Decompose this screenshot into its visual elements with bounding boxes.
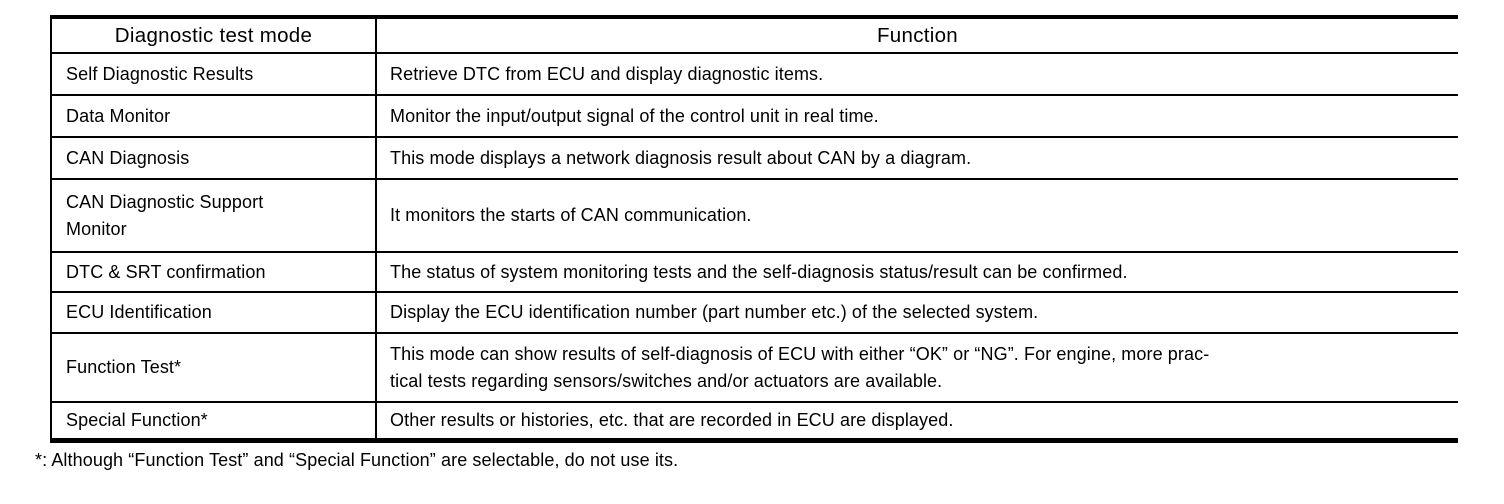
column-header-function: Function [876,23,959,47]
table-row: CAN Diagnostic Support Monitor It monito… [51,178,1458,252]
function-description-cell: It monitors the starts of CAN communicat… [376,178,1458,252]
diagnostic-mode-cell: Function Test* [51,332,377,402]
function-description-cell: Display the ECU identification number (p… [376,291,1458,333]
table-footnote: *: Although “Function Test” and “Special… [35,449,679,470]
table-row: Data Monitor Monitor the input/output si… [51,94,1458,137]
diagnostic-test-mode-table: Diagnostic test mode Function Self Diagn… [50,15,1458,443]
diagnostic-mode-cell: Self Diagnostic Results [51,52,377,95]
diagnostic-mode-cell: DTC & SRT confirmation [51,251,377,292]
diagnostic-mode-cell: Data Monitor [51,94,377,137]
diagnostic-mode-cell: Special Function* [51,401,377,440]
function-description-cell: This mode displays a network diagnosis r… [376,136,1458,179]
table-row: DTC & SRT confirmation The status of sys… [51,251,1458,292]
table-row: Special Function* Other results or histo… [51,401,1458,440]
diagnostic-mode-cell: CAN Diagnosis [51,136,377,179]
table-body: Self Diagnostic Results Retrieve DTC fro… [51,52,1458,440]
function-description-cell: Retrieve DTC from ECU and display diagno… [376,52,1458,95]
function-description-cell: Other results or histories, etc. that ar… [376,401,1458,440]
function-description-cell: This mode can show results of self-diagn… [376,332,1458,402]
table-row: ECU Identification Display the ECU ident… [51,291,1458,333]
table-row: Self Diagnostic Results Retrieve DTC fro… [51,52,1458,95]
function-description-cell: Monitor the input/output signal of the c… [376,94,1458,137]
diagnostic-mode-cell: CAN Diagnostic Support Monitor [51,178,377,252]
function-description-cell: The status of system monitoring tests an… [376,251,1458,292]
table-row: CAN Diagnosis This mode displays a netwo… [51,136,1458,179]
diagnostic-mode-cell: ECU Identification [51,291,377,333]
column-header-diagnostic-test-mode: Diagnostic test mode [51,17,377,53]
table-header-row: Diagnostic test mode Function [51,17,1458,53]
table-row: Function Test* This mode can show result… [51,332,1458,402]
